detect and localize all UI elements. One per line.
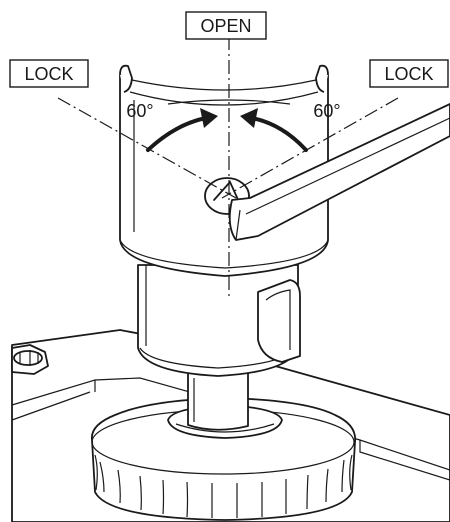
lock-right-label: LOCK [384,64,433,84]
socket-body [137,264,301,377]
angle-right-label: 60° [313,101,340,121]
center-lines [57,36,399,298]
lock-right-axis [221,97,399,199]
curved-arrow-icon [146,108,308,152]
lock-left-label: LOCK [24,64,73,84]
knurled-knob [91,397,357,521]
stem [187,371,249,431]
open-label: OPEN [200,16,251,36]
lock-left-axis [57,97,237,199]
angle-arc [167,99,291,105]
socket-cup [119,64,329,277]
side-fitting [11,344,49,375]
lock-left-label-box: LOCK [9,59,89,88]
lock-right-label-box: LOCK [369,59,449,88]
angle-left-label: 60° [126,101,153,121]
open-label-box: OPEN [185,11,267,40]
hex-wrench [228,103,450,241]
